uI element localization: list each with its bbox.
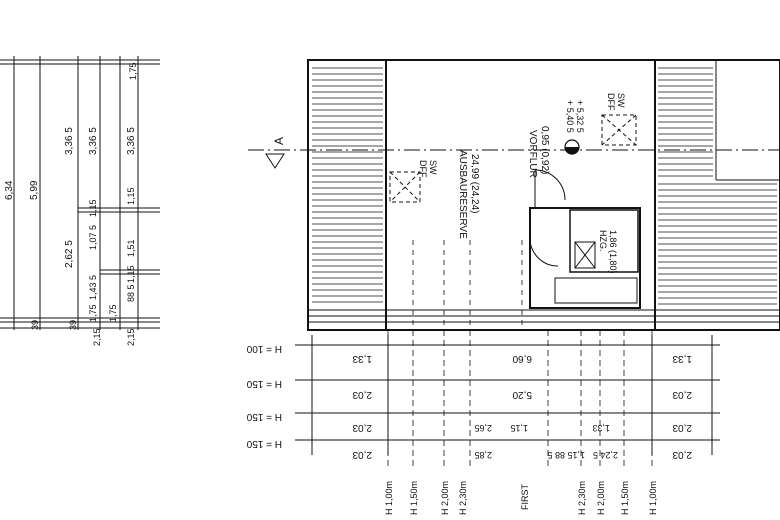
height-row-3: H = 150 2,03 2,65 1,15 1,33 2,03 [246, 411, 692, 433]
level-1: + 5,40 5 [565, 100, 575, 133]
row2-val-2: 5,20 [512, 389, 532, 400]
row1-val-2: 6,60 [512, 353, 532, 364]
row3-val-5: 2,03 [672, 422, 692, 433]
level-2: + 5,32 5 [575, 100, 585, 133]
dff-label-2a: DFF [606, 93, 616, 111]
bottom-label-5: FIRST [520, 483, 530, 510]
dim-lower-5: 1,15 [126, 265, 136, 283]
skylight-1 [389, 171, 421, 203]
bottom-label-4: H 2,30m [458, 481, 468, 515]
height-row-4: H = 150 2,03 2,85 1,15 88 5 2,24 5 2,03 [246, 438, 692, 460]
row3-label: H = 150 [246, 411, 282, 422]
dim-upper-1: 3,36 5 [64, 127, 75, 155]
roof-hatching-right [658, 67, 777, 305]
hzg-name: HZG. [598, 230, 608, 252]
dim-lower-2: 1,75 [88, 304, 98, 322]
row1-label: H = 100 [246, 343, 282, 354]
row4-val-5: 2,03 [672, 449, 692, 460]
left-dimension-chain [0, 56, 160, 330]
vorflur-area: 0,95 (0,92) [539, 126, 550, 174]
dim-lower-3: 1,75 [108, 304, 118, 322]
roof-hatching-left [312, 67, 383, 303]
bottom-label-6: H 2,30m [577, 481, 587, 515]
dim-base-2: 39 [68, 320, 78, 330]
dim-overall: 6,34 [4, 180, 15, 200]
bottom-label-9: H 1,00m [648, 481, 658, 515]
dim-top: 1,75 [128, 62, 138, 80]
dim-inner: 5,99 [29, 180, 40, 200]
row2-label: H = 150 [246, 378, 282, 389]
section-marker: A [248, 137, 780, 169]
section-arrow-icon [265, 153, 285, 169]
dim-mid-2: 1,07 5 [88, 225, 98, 250]
dff-label-2b: SW [616, 93, 626, 108]
row3-val-1: 2,03 [352, 422, 372, 433]
bottom-label-2: H 1,50m [409, 481, 419, 515]
dim-mid-1: 2,62 5 [64, 240, 75, 268]
dim-base-3: 2,15 [92, 328, 102, 346]
row3-val-3: 1,15 [510, 423, 528, 433]
dim-mid-4: 1,15 [126, 187, 136, 205]
dim-upper-3: 3,36 5 [126, 127, 137, 155]
dim-upper-2: 3,36 5 [88, 127, 99, 155]
row1-val-3: 1,33 [672, 353, 692, 364]
row4-val-1: 2,03 [352, 449, 372, 460]
vorflur-name: VORFLUR [527, 130, 538, 178]
row2-val-1: 2,03 [352, 389, 372, 400]
building-outline [307, 59, 780, 331]
dim-mid-3: 1,15 [88, 199, 98, 217]
ridge-lines [412, 240, 523, 325]
height-row-2: H = 150 2,03 5,20 2,03 [246, 378, 692, 400]
hzg-area: 1,86 (1,80) [608, 230, 618, 274]
dff-label-1a: DFF [418, 160, 428, 178]
row2-val-3: 2,03 [672, 389, 692, 400]
dim-mid-5: 1,51 [126, 239, 136, 257]
skylight-2 [601, 114, 637, 146]
bottom-label-7: H 2,00m [596, 481, 606, 515]
ausbau-name: AUSBAURESERVE [457, 150, 468, 239]
bottom-label-1: H 1,00m [384, 481, 394, 515]
row4-val-3: 1,15 88 5 [547, 450, 585, 460]
bottom-label-8: H 1,50m [620, 481, 630, 515]
ausbau-area: 24,99 (24,24) [469, 154, 480, 214]
level-marker-icon [564, 139, 580, 155]
dim-lower-4: 88 5 [126, 284, 136, 302]
row4-val-2: 2,85 [474, 450, 492, 460]
dim-base-1: 39 [30, 320, 40, 330]
row3-val-4: 1,33 [592, 423, 610, 433]
left-dimension-labels: 6,34 5,99 1,75 3,36 5 3,36 5 3,36 5 2,62… [4, 62, 138, 346]
section-label: A [272, 137, 286, 145]
dim-base-4: 2,15 [126, 328, 136, 346]
row1-val-1: 1,33 [352, 353, 372, 364]
bottom-label-3: H 2,00m [440, 481, 450, 515]
dff-label-1b: SW [428, 160, 438, 175]
room-labels: DFF SW AUSBAURESERVE 24,99 (24,24) VORFL… [418, 93, 626, 274]
row4-val-4: 2,24 5 [593, 450, 618, 460]
dim-lower-1: 1,43 5 [88, 275, 98, 300]
bottom-height-labels: H 1,00m H 1,50m H 2,00m H 2,30m FIRST H … [384, 481, 658, 515]
height-row-1: H = 100 1,33 6,60 1,33 [246, 343, 692, 364]
row4-label: H = 150 [246, 438, 282, 449]
bottom-height-lines [387, 330, 653, 470]
row3-val-2: 2,65 [474, 423, 492, 433]
